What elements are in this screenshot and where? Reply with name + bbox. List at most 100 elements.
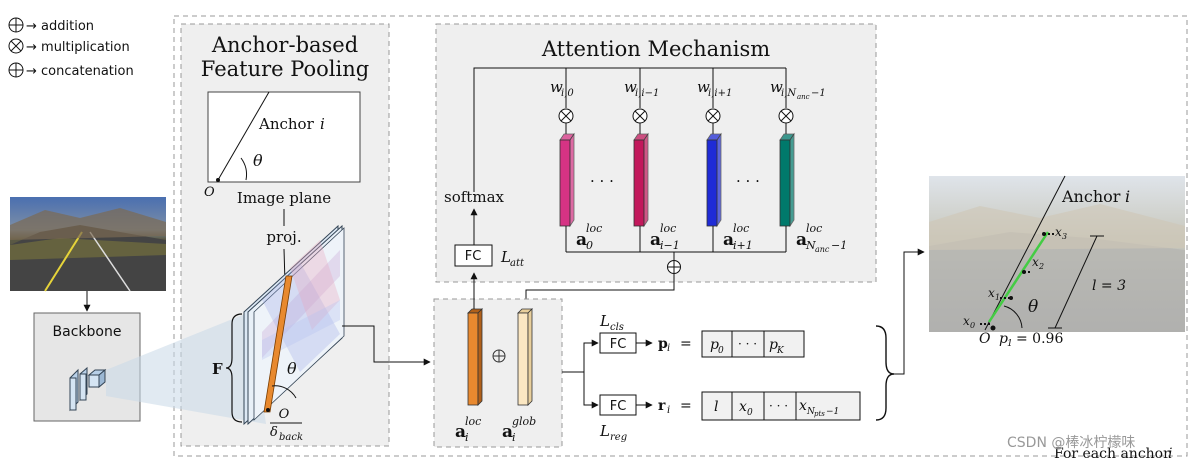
r-label: r (658, 398, 666, 414)
local-feature-label: a (455, 422, 466, 442)
p-cell-2: p (769, 337, 778, 353)
cls-loss: L (599, 312, 610, 330)
feature-sup: loc (733, 222, 749, 235)
point-x1: x (988, 286, 995, 300)
p-label: p (658, 336, 668, 352)
arrow-to-cls-fc (562, 339, 599, 373)
r-cell-3-sub-tail2: −1 (826, 407, 839, 417)
concat-heads-icon (492, 349, 506, 363)
ellipsis-left: · · · (590, 172, 614, 190)
feature-map (243, 224, 345, 426)
concat-icon (667, 260, 681, 274)
cls-fc-label: FC (610, 337, 627, 352)
output-anchor-index: i (1125, 187, 1130, 206)
attention-loss: L (500, 248, 511, 266)
output-brace (875, 325, 895, 421)
local-feature-bar-3 (779, 132, 795, 228)
local-feature-sub: i (465, 431, 469, 444)
feature-sup: loc (586, 222, 602, 235)
feature-label: a (650, 230, 661, 250)
image-plane-box (207, 91, 361, 183)
p-sub: i (667, 343, 670, 354)
feature-sup: loc (660, 222, 676, 235)
concatenation-icon (8, 62, 24, 78)
weight-label: w (624, 78, 637, 96)
weight-label: w (550, 78, 563, 96)
input-road-image (10, 197, 166, 292)
pooling-anchor-index: i (320, 115, 325, 133)
pooling-theta: θ (253, 151, 263, 170)
p-cell-2-sub: K (776, 346, 785, 356)
projection-cone (106, 312, 266, 424)
attention-loss-sub: att (510, 258, 525, 269)
weight-sub: i,0 (561, 88, 574, 99)
arrow-to-output-image (894, 248, 925, 375)
point-x0-sub: 0 (970, 321, 975, 330)
output-length-label: l = 3 (1092, 278, 1126, 294)
feature-label: F (212, 360, 223, 378)
cls-loss-sub: cls (610, 322, 624, 333)
legend-addition: → addition (26, 19, 94, 34)
p-cell-0: p (710, 337, 719, 353)
attention-fc-box (454, 244, 493, 267)
arrow-concat-to-global (522, 274, 675, 307)
global-feature-sub: i (512, 431, 516, 444)
weight-sub-tail2: −1 (811, 88, 826, 99)
attention-fc-label: FC (465, 249, 482, 264)
weight-sub: i,N (781, 88, 797, 99)
point-x0: x (963, 314, 970, 328)
csdn-watermark: CSDN @棒冰柠檬味 (1007, 435, 1135, 451)
local-feature-bar-2 (706, 132, 722, 228)
feature-origin-den-sub: back (279, 432, 303, 443)
multiplication-icon (8, 38, 24, 54)
global-feature-sup: glob (512, 415, 536, 428)
weight-sub: i,i+1 (708, 88, 732, 99)
reg-fc-label: FC (610, 399, 627, 414)
feature-sub: i−1 (660, 239, 680, 252)
local-feature-bar-1 (633, 132, 649, 228)
pooling-anchor-label: Anchor (258, 115, 315, 133)
r-cell-0: l (714, 399, 718, 415)
local-feature-bar-0 (559, 132, 575, 228)
r-cell-1-sub: 0 (747, 408, 753, 418)
legend-multiplication: → multiplication (26, 40, 130, 55)
multiplication-icon (778, 108, 794, 124)
weight-label: w (770, 78, 783, 96)
global-feature-label: a (502, 422, 513, 442)
r-equals: = (680, 398, 692, 414)
output-p1-value: = 0.96 (1016, 331, 1063, 347)
feature-sub-tail2: −1 (831, 239, 847, 252)
point-x1-sub: 1 (995, 293, 1000, 302)
backbone-label: Backbone (53, 324, 122, 340)
proj-label: proj. (266, 228, 301, 246)
output-anchor-label: Anchor (1061, 187, 1121, 206)
reg-loss-sub: reg (610, 432, 627, 443)
feature-label: a (576, 230, 587, 250)
softmax-label: softmax (444, 188, 504, 206)
feature-sup: loc (806, 222, 822, 235)
feature-sub: N (805, 239, 816, 252)
p-cell-0-sub: 0 (718, 346, 724, 356)
output-origin: O (979, 331, 991, 347)
p-cell-1: · · · (738, 337, 757, 351)
point-x2-sub: 2 (1038, 262, 1044, 271)
weight-label: w (697, 78, 710, 96)
r-cell-3: x (799, 398, 807, 414)
p-vector: p 0 · · · p K (701, 330, 805, 358)
attention-panel (435, 23, 877, 283)
local-feature-sup: loc (465, 415, 481, 428)
reg-loss: L (599, 422, 610, 440)
r-cell-3-sub: N (806, 407, 816, 417)
multiplication-icon (558, 108, 574, 124)
feature-label: a (723, 230, 734, 250)
addition-icon (8, 17, 24, 33)
pooling-origin: O (204, 185, 215, 200)
output-p1: p (999, 331, 1008, 347)
multiplication-icon (705, 108, 721, 124)
r-vector: l x 0 · · · x N pts −1 (701, 391, 861, 421)
r-cell-3-sub-tail: pts (814, 410, 825, 418)
